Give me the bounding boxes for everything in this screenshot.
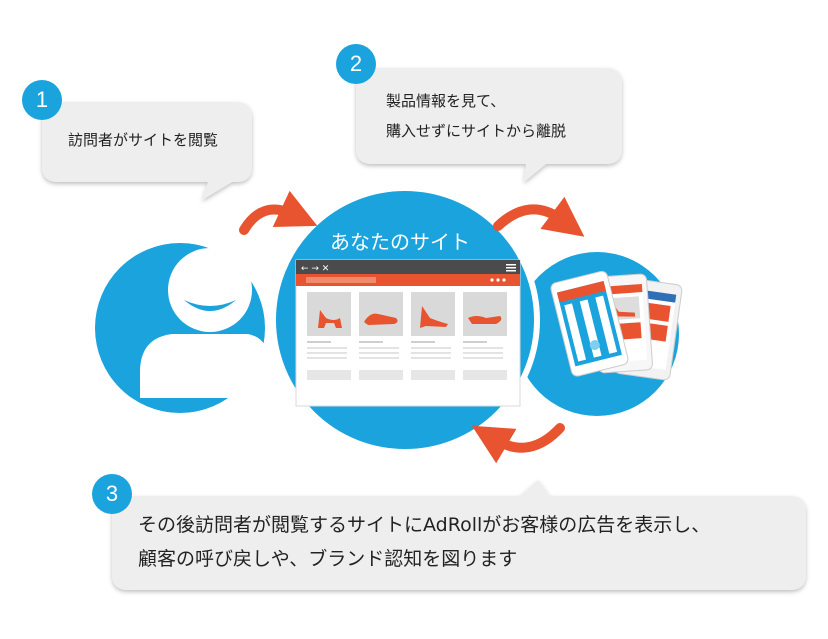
step-1-badge: 1 <box>22 80 62 120</box>
product-tile-1 <box>307 292 351 380</box>
product-tile-4 <box>463 292 507 380</box>
speech-bubble-3 <box>112 480 806 590</box>
mobile-devices-icon <box>550 270 683 381</box>
user-avatar-icon <box>140 248 268 398</box>
curved-arrow-icon <box>493 196 585 237</box>
step-2-badge: 2 <box>336 44 376 84</box>
step-3-text-line-2: 顧客の呼び戻しや、ブランド認知を図ります <box>138 548 518 570</box>
site-title: あなたのサイト <box>330 230 470 254</box>
browser-window-icon: ← → ✕ <box>295 259 521 407</box>
speech-bubble-2 <box>356 68 622 182</box>
svg-text:← → ✕: ← → ✕ <box>301 264 329 274</box>
curved-arrow-icon <box>239 190 318 235</box>
product-tile-3 <box>411 292 455 380</box>
step-3-text-line-1: その後訪問者が閲覧するサイトにAdRollがお客様の広告を表示し、 <box>138 514 711 536</box>
curved-arrow-icon <box>471 423 565 464</box>
step-2-text-line-2: 購入せずにサイトから離脱 <box>386 122 567 140</box>
step-3-badge: 3 <box>92 474 132 514</box>
speech-bubble-1 <box>42 102 252 200</box>
step-1-text: 訪問者がサイトを閲覧 <box>68 131 219 149</box>
step-2-text-line-1: 製品情報を見て、 <box>386 92 506 110</box>
product-tile-2 <box>359 292 403 380</box>
